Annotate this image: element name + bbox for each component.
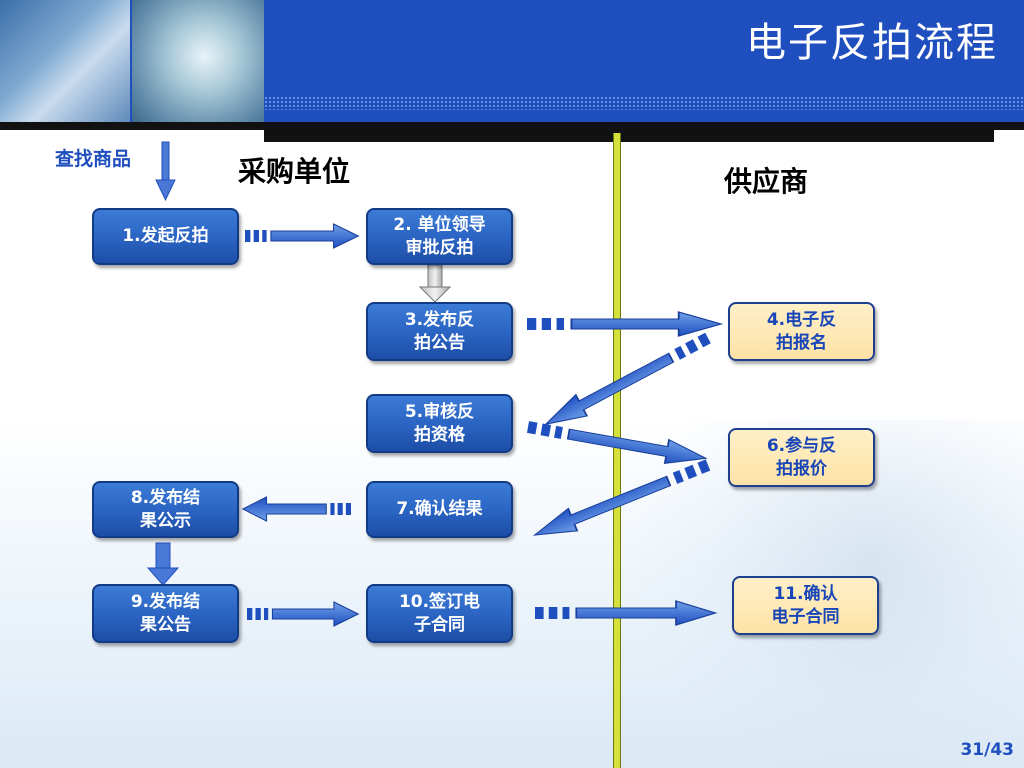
arrow-7-to-8 (242, 496, 352, 522)
arrow-6-to-7 (529, 453, 714, 547)
node-1-initiate[interactable]: 1.发起反拍 (92, 208, 239, 265)
node-6-quote[interactable]: 6.参与反 拍报价 (728, 428, 875, 487)
arrow-9-to-10 (246, 601, 359, 627)
node-11-confirm-contract[interactable]: 11.确认 电子合同 (732, 576, 879, 635)
node-9-announce[interactable]: 9.发布结 果公告 (92, 584, 239, 643)
lane-divider (613, 133, 621, 768)
supplier-lane-label: 供应商 (724, 165, 809, 198)
mouse-photo (132, 0, 264, 125)
arrow-3-to-4 (526, 311, 723, 337)
page-number: 31/43 (960, 740, 1014, 760)
buyer-lane-label: 采购单位 (238, 155, 351, 188)
arrow-8-to-9 (146, 542, 180, 586)
header-banner: 电子反拍流程 (0, 0, 1024, 125)
header-rule-thick (264, 130, 994, 142)
header-dot-pattern (264, 96, 1024, 110)
node-3-publish-notice[interactable]: 3.发布反 拍公告 (366, 302, 513, 361)
node-8-publicize[interactable]: 8.发布结 果公示 (92, 481, 239, 538)
arrow-4-to-5 (539, 326, 715, 436)
arrow-5-to-6 (525, 414, 709, 472)
slide-title: 电子反拍流程 (746, 20, 998, 66)
node-7-confirm[interactable]: 7.确认结果 (366, 481, 513, 538)
arrow-10-to-11 (534, 600, 717, 626)
search-goods-label: 查找商品 (55, 148, 132, 170)
laptop-photo (0, 0, 130, 125)
header-rule (0, 122, 1024, 130)
arrow-2-to-3 (418, 264, 452, 303)
arrow-search-to-1 (155, 141, 176, 202)
node-2-approve[interactable]: 2. 单位领导 审批反拍 (366, 208, 513, 265)
node-4-register[interactable]: 4.电子反 拍报名 (728, 302, 875, 361)
node-5-review[interactable]: 5.审核反 拍资格 (366, 394, 513, 453)
arrow-1-to-2 (244, 223, 359, 249)
node-10-sign[interactable]: 10.签订电 子合同 (366, 584, 513, 643)
